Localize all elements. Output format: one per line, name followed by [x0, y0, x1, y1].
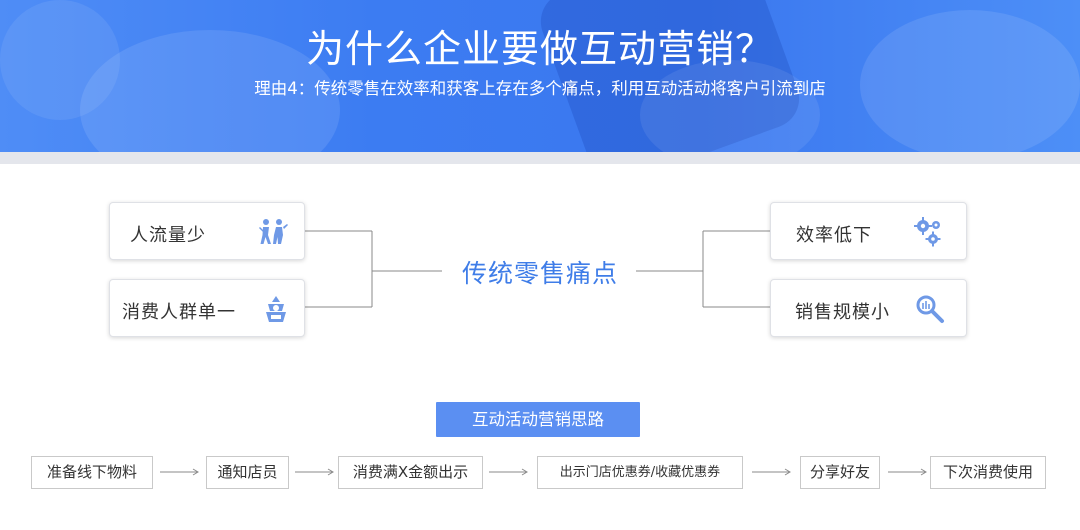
page-subtitle: 理由4：传统零售在效率和获客上存在多个痛点，利用互动活动将客户引流到店 [254, 79, 826, 98]
pain-point-box-low-traffic: 人流量少 [109, 202, 305, 260]
banner-decoration [640, 60, 820, 152]
pain-point-label: 效率低下 [796, 225, 872, 246]
flow-step-prepare-materials: 准备线下物料 [31, 456, 153, 489]
pain-point-label: 销售规模小 [795, 302, 890, 323]
pain-point-box-low-efficiency: 效率低下 [770, 202, 967, 260]
header-divider [0, 152, 1080, 164]
flow-step-share-friends: 分享好友 [800, 456, 880, 489]
pain-point-box-small-sales: 销售规模小 [770, 279, 967, 337]
gears-icon [914, 217, 941, 247]
flow-arrow [160, 468, 199, 476]
flow-arrow [752, 468, 791, 476]
diagram-center-title: 传统零售痛点 [461, 259, 618, 288]
banner-decoration [860, 10, 1080, 152]
banner-decoration [0, 0, 120, 120]
flow-arrow [295, 468, 334, 476]
people-icon [259, 219, 288, 244]
flow-arrow [888, 468, 927, 476]
flow-step-show-when-spent: 消费满X金额出示 [338, 456, 483, 489]
flow-step-next-purchase: 下次消费使用 [930, 456, 1046, 489]
flow-step-notify-staff: 通知店员 [206, 456, 289, 489]
magnifier-icon [916, 295, 944, 323]
pain-point-label: 消费人群单一 [122, 302, 236, 323]
person-badge-icon [266, 296, 286, 322]
pain-point-box-single-audience: 消费人群单一 [109, 279, 305, 337]
flow-title-banner: 互动活动营销思路 [436, 402, 640, 437]
flow-arrow [489, 468, 528, 476]
page-title: 为什么企业要做互动营销？ [305, 27, 774, 71]
header-banner: 为什么企业要做互动营销？ 理由4：传统零售在效率和获客上存在多个痛点，利用互动活… [0, 0, 1080, 152]
flow-step-show-coupon: 出示门店优惠券/收藏优惠券 [537, 456, 743, 489]
banner-decoration [80, 30, 340, 152]
pain-point-label: 人流量少 [130, 225, 206, 246]
